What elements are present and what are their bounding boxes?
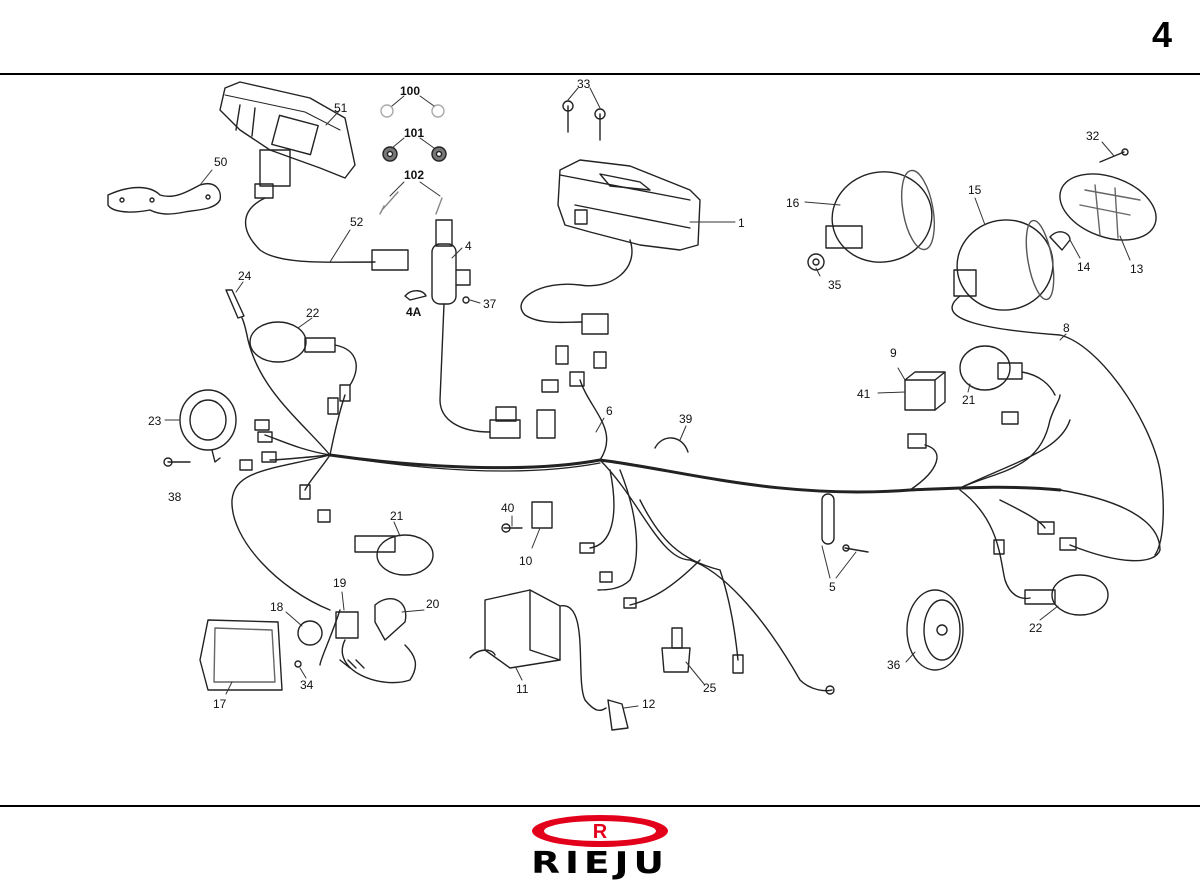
speedometer-unit	[107, 81, 409, 271]
callout-102: 102	[404, 168, 424, 182]
callout-36: 36	[887, 658, 901, 672]
callout-10: 10	[519, 554, 533, 568]
stator	[906, 589, 964, 671]
callout-12: 12	[642, 697, 656, 711]
relay	[904, 371, 946, 411]
screws-33	[562, 100, 606, 141]
footer-rule	[0, 805, 1200, 807]
callout-24: 24	[238, 269, 252, 283]
callout-14: 14	[1077, 260, 1091, 274]
callout-51: 51	[334, 101, 348, 115]
leader-lines	[164, 87, 1131, 709]
callout-22-lower: 22	[1029, 621, 1043, 635]
callout-52: 52	[350, 215, 364, 229]
callout-6: 6	[606, 404, 613, 418]
callout-4: 4	[465, 239, 472, 253]
regulator	[501, 501, 553, 533]
callout-22-upper: 22	[306, 306, 320, 320]
callout-1: 1	[738, 216, 745, 230]
callout-38: 38	[168, 490, 182, 504]
callout-50: 50	[214, 155, 228, 169]
callout-100: 100	[400, 84, 420, 98]
callout-41: 41	[857, 387, 871, 401]
callout-21-right: 21	[962, 393, 976, 407]
callout-35: 35	[828, 278, 842, 292]
callout-34: 34	[300, 678, 314, 692]
callout-25: 25	[703, 681, 717, 695]
callout-37: 37	[483, 297, 497, 311]
ignition-switch	[404, 219, 491, 433]
horn	[163, 389, 237, 467]
headlight-17	[199, 619, 302, 691]
callout-21-left: 21	[390, 509, 404, 523]
callout-18: 18	[270, 600, 284, 614]
callout-5: 5	[829, 580, 836, 594]
callout-15: 15	[968, 183, 982, 197]
callout-39: 39	[679, 412, 693, 426]
dashboard-cover	[520, 159, 701, 324]
rieju-logo: R	[532, 815, 668, 847]
indicator-front-left	[249, 321, 357, 386]
spark-plug-24	[225, 289, 245, 319]
callout-19: 19	[333, 576, 347, 590]
page-number: 4	[1151, 14, 1172, 55]
callout-11: 11	[516, 682, 529, 696]
washers-screws	[379, 104, 447, 215]
callout-labels: 51 50 52 100 101 102 4 4A 37 33 1 32 16 …	[148, 77, 1144, 711]
sensor-5	[821, 493, 869, 553]
indicator-rear-right	[1024, 574, 1109, 616]
callout-9: 9	[890, 346, 897, 360]
callout-40: 40	[501, 501, 515, 515]
callout-20: 20	[426, 597, 440, 611]
logo-letter: R	[593, 821, 608, 843]
taillight	[1049, 148, 1157, 251]
brand-name: RIEJU	[531, 846, 669, 881]
ignition-coil	[469, 589, 629, 731]
callout-17: 17	[213, 697, 227, 711]
bulb-holder	[297, 598, 417, 684]
header-rule	[0, 73, 1200, 75]
callout-8: 8	[1063, 321, 1070, 335]
temp-sensor	[661, 627, 691, 673]
headlight-15	[951, 219, 1164, 556]
callout-23: 23	[148, 414, 162, 428]
main-harness	[231, 313, 1161, 695]
indicator-front-right	[959, 345, 1056, 396]
callout-32: 32	[1086, 129, 1100, 143]
clip	[654, 437, 689, 453]
callout-13: 13	[1130, 262, 1144, 276]
callout-16: 16	[786, 196, 800, 210]
callout-101: 101	[404, 126, 424, 140]
callout-33: 33	[577, 77, 591, 91]
indicator-rear-left	[354, 534, 434, 576]
callout-4a: 4A	[406, 305, 422, 319]
headlight-16	[807, 169, 936, 271]
